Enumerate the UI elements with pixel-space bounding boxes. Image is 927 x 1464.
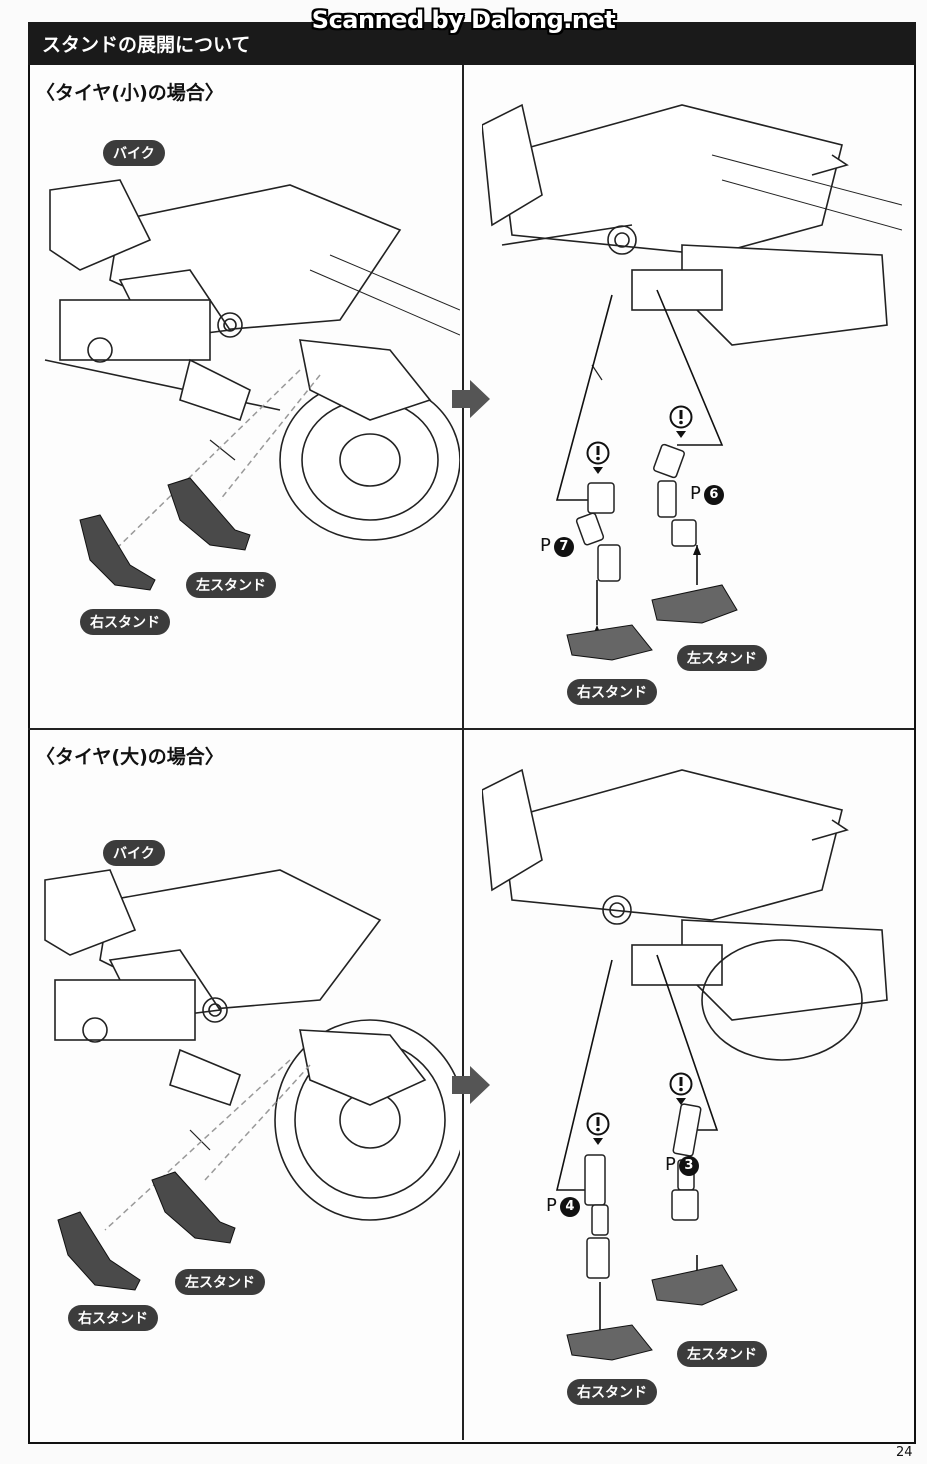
right-stand-label-small-after: 右スタンド [567, 679, 657, 705]
part-number: 6 [703, 485, 724, 505]
caution-icon [669, 1072, 693, 1105]
right-stand-label-large: 右スタンド [68, 1305, 158, 1331]
part-prefix: P [546, 1195, 557, 1216]
left-stand-label-large-after: 左スタンド [677, 1341, 767, 1367]
part-prefix: P [540, 535, 551, 556]
bike-illustration-large-after [482, 768, 888, 1361]
caution-icon [669, 405, 693, 438]
part-number: 4 [559, 1197, 580, 1217]
right-stand-label-large-after: 右スタンド [567, 1379, 657, 1405]
arrow-right-icon [452, 1066, 490, 1104]
caution-icon [586, 1112, 610, 1145]
page-title: スタンドの展開について [42, 34, 251, 56]
section-divider [28, 728, 914, 730]
bike-label-small: バイク [103, 140, 165, 166]
bike-illustration-small-after [482, 103, 902, 661]
part-number: 3 [678, 1156, 699, 1176]
section-title-small-tire: 〈タイヤ(小)の場合〉 [36, 82, 224, 104]
header-bar [28, 22, 916, 65]
bike-illustration-small-before [44, 179, 460, 591]
part-number: 7 [553, 537, 574, 557]
left-stand-label-small-after: 左スタンド [677, 645, 767, 671]
left-stand-label-large: 左スタンド [175, 1269, 265, 1295]
caution-icon [586, 441, 610, 474]
bike-illustration-large-before [44, 869, 460, 1291]
left-stand-label-small: 左スタンド [186, 572, 276, 598]
arrow-right-icon [452, 380, 490, 418]
section-title-large-tire: 〈タイヤ(大)の場合〉 [36, 746, 224, 768]
watermark: Scanned by Dalong.net [311, 6, 616, 34]
part-prefix: P [665, 1154, 676, 1175]
right-stand-label-small: 右スタンド [80, 609, 170, 635]
part-prefix: P [690, 483, 701, 504]
page-number: 24 [896, 1445, 913, 1460]
bike-label-large: バイク [103, 840, 165, 866]
